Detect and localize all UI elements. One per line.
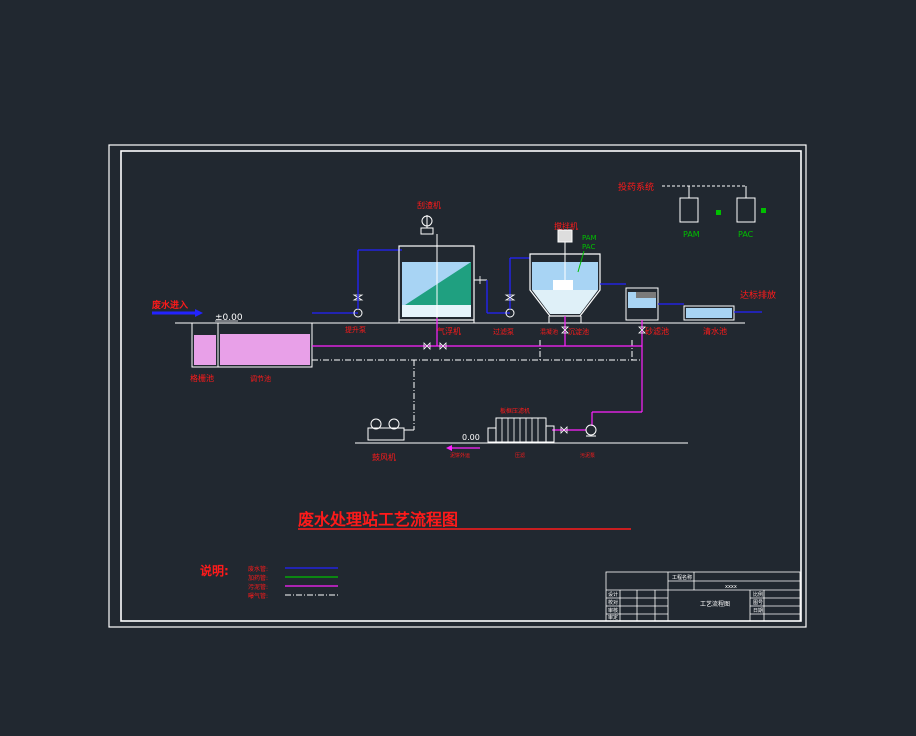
blower <box>367 418 414 441</box>
tank-air-flotation <box>398 234 475 323</box>
ground-lines <box>175 322 745 444</box>
chem-pac-label: PAC <box>738 230 754 239</box>
sludge-pipe <box>312 316 643 449</box>
sediment-tank-label: 沉淀池 <box>568 327 589 336</box>
tb-drawing-name: 工艺流程图 <box>700 600 730 608</box>
air-pipe <box>312 340 642 430</box>
ground-level-label: ±0.00 <box>215 313 243 323</box>
valves <box>423 276 646 434</box>
pump-lift <box>312 249 402 318</box>
lift-pump-label: 提升泵 <box>345 325 366 334</box>
legend-label-sludge: 污泥管: <box>248 583 268 591</box>
scraper-label: 刮渣机 <box>417 200 441 210</box>
sand-filter-label: 砂滤池 <box>645 326 669 336</box>
pump-sludge <box>585 424 597 437</box>
tb-row-design: 设计 <box>608 591 618 598</box>
legend-label-water: 废水管: <box>248 565 268 573</box>
chem-pam-label: PAM <box>683 230 700 239</box>
outer-frame <box>108 144 807 628</box>
tb-date-label: 日期 <box>753 608 763 614</box>
tb-scale-label: 比例 <box>753 591 763 598</box>
sludge-level-label: 0.00 <box>462 433 480 442</box>
sludge-pump-label: 污泥泵 <box>580 452 595 459</box>
sludge-outlet-label: 泥饼外运 <box>450 452 470 459</box>
regulating-tank-label: 调节池 <box>250 374 271 383</box>
mixer-label: 搅拌机 <box>554 221 578 231</box>
outflow-label: 达标排放 <box>740 289 776 301</box>
tank-sand-filter <box>600 283 659 321</box>
tb-project-value: xxxx <box>725 584 737 590</box>
tb-row-check: 校对 <box>608 599 618 606</box>
blower-label: 鼓风机 <box>372 452 396 462</box>
dosing-system <box>662 185 766 223</box>
legend-label-air: 曝气管: <box>248 592 268 600</box>
tank-sediment <box>529 240 601 323</box>
tb-project-label: 工程名称 <box>672 574 692 581</box>
mixer-icon <box>557 229 573 243</box>
tb-row-approve: 审定 <box>608 614 618 621</box>
chem-pam-small-label: PAM <box>582 234 597 242</box>
legend: 说明: 废水管: 加药管: 污泥管: 曝气管: <box>200 563 338 600</box>
grating-tank-label: 格栅池 <box>190 373 214 383</box>
air-flotation-label: 气浮机 <box>437 326 461 336</box>
inflow-label: 废水进入 <box>152 299 188 311</box>
sludge-out-arrow <box>446 445 452 451</box>
tank-clear-water <box>658 303 762 321</box>
inner-frame <box>120 150 802 622</box>
press-label: 压滤 <box>515 452 525 459</box>
transfer-pump-label: 过滤泵 <box>493 327 514 336</box>
inflow-arrow: 废水进入 <box>152 299 203 317</box>
tb-row-review: 审核 <box>608 607 618 614</box>
title-block <box>605 571 801 622</box>
dosing-title: 投药系统 <box>618 181 654 193</box>
clear-water-label: 清水池 <box>703 326 727 336</box>
pump-transfer <box>474 257 530 318</box>
chem-pac-small-label: PAC <box>582 243 595 251</box>
drawing-title: 废水处理站工艺流程图 <box>298 510 458 529</box>
filter-press-label: 板框压滤机 <box>500 407 530 415</box>
reaction-tank-label: 混凝池 <box>540 328 558 336</box>
tank-grating <box>191 323 219 368</box>
tank-regulating <box>218 323 313 368</box>
tb-number-label: 图号 <box>753 600 763 606</box>
legend-title: 说明: <box>200 563 229 578</box>
filter-press <box>487 417 555 443</box>
scraper-icon <box>420 215 434 235</box>
legend-label-dosing: 加药管: <box>248 574 268 582</box>
